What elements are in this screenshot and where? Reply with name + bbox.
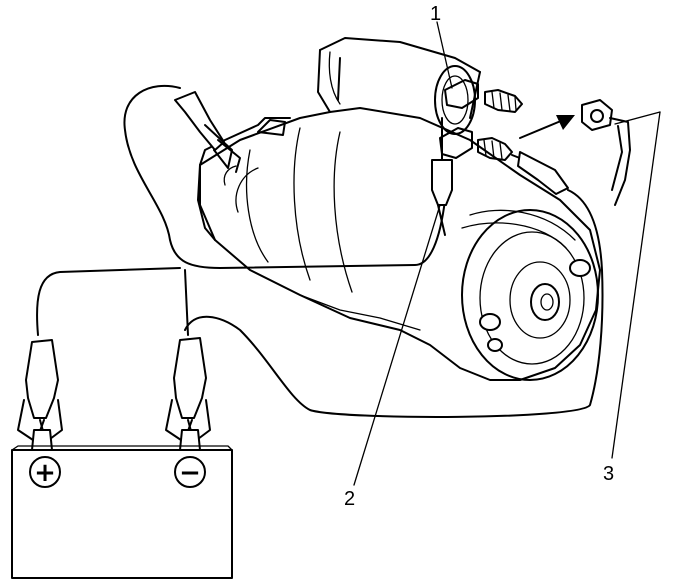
arrow-icon <box>519 115 575 139</box>
battery-negative-symbol: − <box>179 458 201 488</box>
callout-3: 3 <box>603 463 614 485</box>
leader-lines <box>353 21 661 486</box>
callout-1: 1 <box>430 3 441 25</box>
solenoid-terminals <box>439 79 523 161</box>
battery-clip-positive <box>17 339 63 451</box>
positive-lead <box>36 84 446 336</box>
battery-icon <box>11 445 233 579</box>
starter-motor-icon <box>197 37 601 381</box>
battery-clip-negative <box>165 337 211 451</box>
alligator-clip-icon <box>174 91 453 336</box>
battery-positive-symbol: + <box>34 458 56 488</box>
solenoid-test-lead <box>184 151 604 418</box>
callout-2: 2 <box>344 488 355 510</box>
terminal-bracket-icon <box>581 99 631 206</box>
